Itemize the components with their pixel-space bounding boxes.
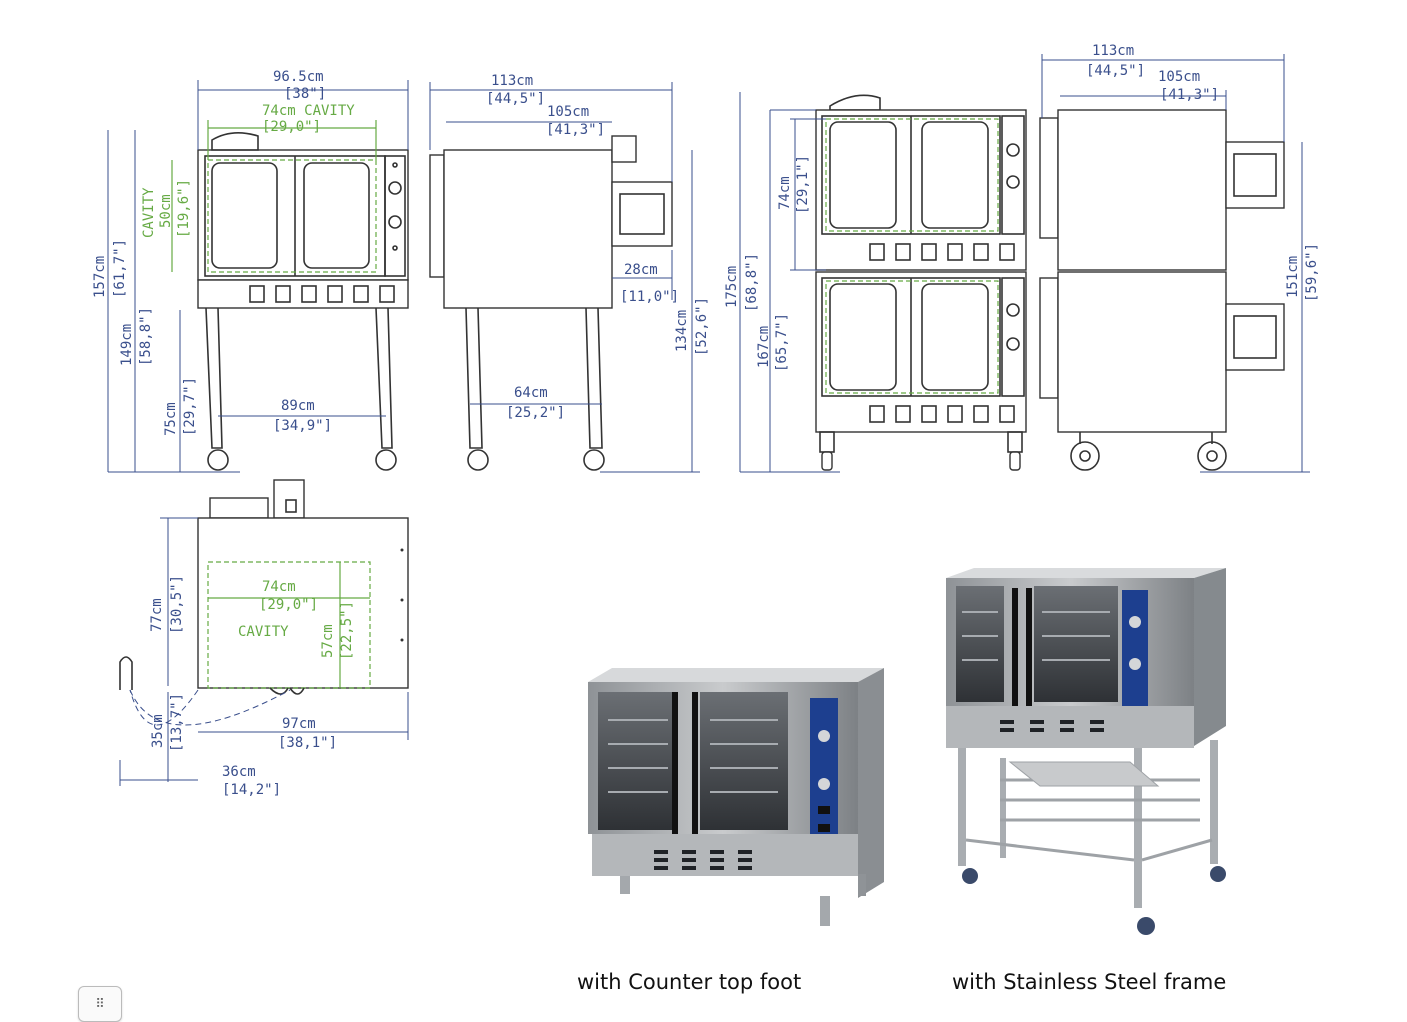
dim-depth-body-in: [41,3"] [546, 122, 605, 138]
drag-handle[interactable]: ⠿ [78, 986, 122, 1022]
dim-caster-span: 89cm [281, 398, 315, 414]
dim-width-in: [38,1"] [278, 735, 337, 751]
top-view [119, 479, 409, 786]
dim-body-depth: 77cm [149, 598, 165, 632]
dim-caster-span-in: [34,9"] [273, 418, 332, 434]
dim-leg-span: 64cm [514, 385, 548, 401]
dim-body-height: 167cm [756, 326, 772, 368]
dim-depth-total-in: [44,5"] [486, 91, 545, 107]
dim-door-swing-in: [13,7"] [169, 693, 185, 752]
dim-leg-span-in: [25,2"] [506, 405, 565, 421]
dim-cavity-width-in: [29,0"] [262, 119, 321, 135]
side-view-single [429, 82, 700, 473]
dim-motor-depth: 28cm [624, 262, 658, 278]
dim-depth-total: 113cm [1092, 43, 1134, 59]
dim-cavity-label: CAVITY [238, 624, 289, 640]
dim-cavity-height-in: [29,1"] [795, 155, 811, 214]
dim-body-height-in: [58,8"] [138, 307, 154, 366]
dim-leg-height-in: [29,7"] [182, 377, 198, 436]
dim-cavity-label: CAVITY [141, 187, 157, 238]
dim-height-in: [52,6"] [694, 297, 710, 356]
dim-door-reach: 36cm [222, 764, 256, 780]
dim-depth-body: 105cm [1158, 69, 1200, 85]
dim-height-in: [59,6"] [1304, 243, 1320, 302]
dim-total-height-in: [68,8"] [744, 253, 760, 312]
dim-cavity-width: 74cm CAVITY [262, 103, 355, 119]
dim-depth-total: 113cm [491, 73, 533, 89]
dim-leg-height: 75cm [163, 402, 179, 436]
dim-width: 96.5cm [273, 69, 324, 85]
dim-width: 97cm [282, 716, 316, 732]
dim-body-height: 149cm [119, 324, 135, 366]
dim-door-swing: 35cm [150, 714, 166, 748]
dim-cavity-width-in: [29,0"] [259, 597, 318, 613]
front-view-single-labels: 96.5cm [38"] 74cm CAVITY [29,0"] CAVITY … [92, 69, 355, 436]
dim-depth-total-in: [44,5"] [1086, 63, 1145, 79]
dim-width-in: [38"] [284, 86, 326, 102]
front-view-single [107, 80, 409, 473]
dim-total-height: 175cm [724, 266, 740, 308]
caption-counter-top: with Counter top foot [577, 970, 802, 994]
dim-cavity-depth-in: [22,5"] [339, 601, 355, 660]
dim-depth-body: 105cm [547, 104, 589, 120]
side-view-double-labels: 113cm [44,5"] 105cm [41,3"] 151cm [59,6"… [1086, 43, 1320, 302]
dim-total-height-in: [61,7"] [112, 239, 128, 298]
dim-cavity-height: 74cm [777, 176, 793, 210]
side-view-single-labels: 113cm [44,5"] 105cm [41,3"] 28cm [11,0"]… [486, 73, 710, 421]
dim-total-height: 157cm [92, 256, 108, 298]
front-view-double-labels: 175cm [68,8"] 167cm [65,7"] 74cm [29,1"] [724, 155, 811, 372]
dim-body-depth-in: [30,5"] [169, 575, 185, 634]
dim-cavity-height: 50cm [158, 194, 174, 228]
dim-cavity-width: 74cm [262, 579, 296, 595]
dim-height: 151cm [1285, 256, 1301, 298]
drag-handle-icon: ⠿ [95, 996, 105, 1012]
dim-cavity-height-in: [19,6"] [176, 179, 192, 238]
side-view-double [1039, 54, 1310, 473]
stainless-frame-oven-photo [946, 568, 1226, 935]
dim-body-height-in: [65,7"] [774, 313, 790, 372]
dim-door-reach-in: [14,2"] [222, 782, 281, 798]
dim-motor-depth-in: [11,0"] [620, 289, 679, 305]
caption-steel-frame: with Stainless Steel frame [952, 970, 1227, 994]
dim-height: 134cm [674, 310, 690, 352]
dim-depth-body-in: [41,3"] [1160, 87, 1219, 103]
counter-top-oven-photo [588, 668, 884, 926]
top-view-labels: 74cm [29,0"] CAVITY 57cm [22,5"] 77cm [3… [149, 575, 355, 798]
front-view-double [739, 92, 1027, 473]
dim-cavity-depth: 57cm [320, 624, 336, 658]
